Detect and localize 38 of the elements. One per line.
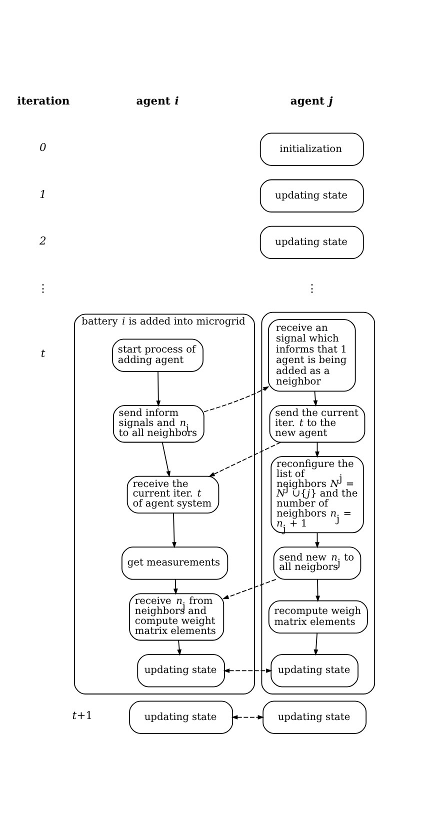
label: t: [40, 347, 46, 360]
label: agent j: [290, 94, 333, 108]
label: 2: [40, 234, 46, 248]
arrow: [314, 632, 318, 656]
node-box: updating state: [137, 654, 225, 688]
arrow: [208, 442, 281, 477]
node-box: initialization: [260, 132, 364, 166]
node-box: updating state: [129, 700, 234, 734]
label: iteration: [17, 94, 70, 108]
arrow: [313, 391, 318, 407]
arrow: [316, 578, 320, 602]
arrow: [315, 532, 320, 548]
arrow: [223, 668, 272, 673]
node-box: updating state: [260, 226, 364, 260]
label: t+1: [72, 709, 93, 722]
node-box: updating state: [270, 654, 358, 688]
node-box: send the current iter. t to the new agent: [269, 405, 366, 443]
label: 0: [40, 141, 46, 154]
node-box: updating state: [260, 179, 364, 212]
node-box: updating state: [262, 700, 367, 734]
node-box: recompute weigh matrix elements: [268, 600, 368, 634]
arrow: [204, 386, 270, 412]
arrow: [177, 640, 182, 656]
label: 1: [40, 188, 46, 201]
arrow: [315, 442, 320, 458]
label: ⋮: [306, 282, 318, 295]
node-box: receive the current iter. t of agent system: [126, 476, 220, 514]
node-box: start process of adding agent: [112, 338, 204, 372]
arrow: [162, 442, 170, 478]
arrow: [156, 371, 161, 407]
node-box: get measurements: [122, 546, 228, 580]
arrow: [172, 512, 176, 548]
label: agent i: [136, 94, 179, 108]
label: ⋮: [38, 282, 49, 295]
node-box: receive an signal which informs that 1 agent is being added as a neighbor: [268, 319, 356, 392]
arrow: [231, 715, 264, 720]
arrow: [173, 578, 178, 595]
arrow: [222, 578, 276, 600]
